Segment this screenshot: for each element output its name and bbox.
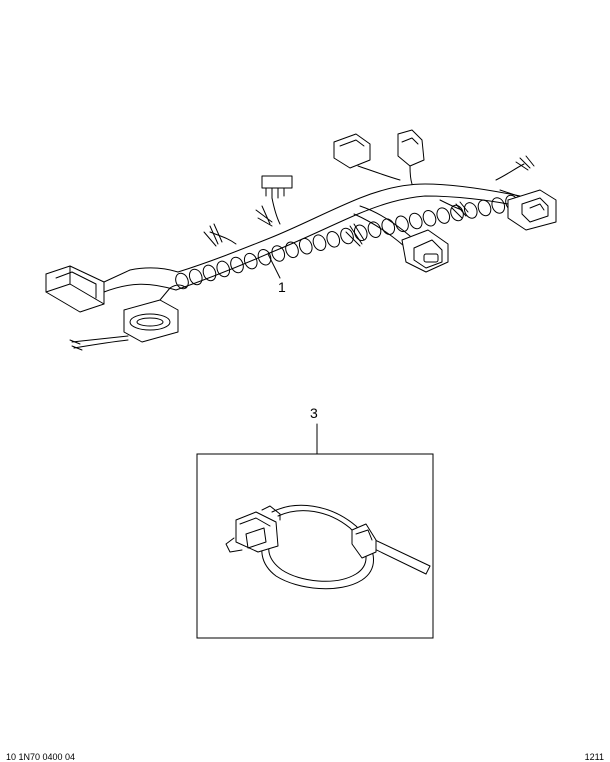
branch-wires-right [439,155,535,219]
detail-frame [196,453,434,639]
braid-segment [367,221,382,238]
braid-segment [477,199,492,217]
pigtail-left [69,335,129,351]
braid-segment [271,245,286,262]
braid-segment [243,252,258,270]
braid-segment [381,218,396,235]
footer-page-code: 1211 [584,752,604,762]
braid-segment [326,231,341,248]
connector-lower-middle [345,205,449,273]
connector-left-oval [123,284,187,343]
connector-left-rectangular [45,265,179,313]
connector-top-right-a [333,133,401,181]
callout-clip: 3 [310,405,318,421]
braid-segment [340,227,354,245]
braid-segment [491,197,506,214]
braid-segment [450,204,464,222]
braid-segment [202,264,217,282]
cable-tie-clip [225,504,431,590]
braid-segment [408,212,423,230]
braid-segment [188,268,203,286]
connector-right [499,189,557,231]
braid-segment [436,207,451,224]
braid-segment [422,210,437,227]
callout-harness: 1 [278,279,286,295]
braid-segment [216,260,231,278]
braid-segment [395,215,409,233]
braid-segment [257,249,272,266]
wiring-harness [45,129,557,351]
leader-line-harness [267,253,281,279]
braid-segment [175,272,189,290]
braid-segment [230,256,244,274]
braid-segment [298,237,313,255]
connector-top-small [255,175,293,227]
connector-top-right-b [397,129,425,185]
harness-braid [175,194,519,290]
braid-segment [463,202,478,219]
braid-segment [312,234,327,251]
branch-wires-left [203,223,237,247]
footer-drawing-number: 10 1N70 0400 04 [6,752,76,762]
braid-segment [285,241,299,259]
